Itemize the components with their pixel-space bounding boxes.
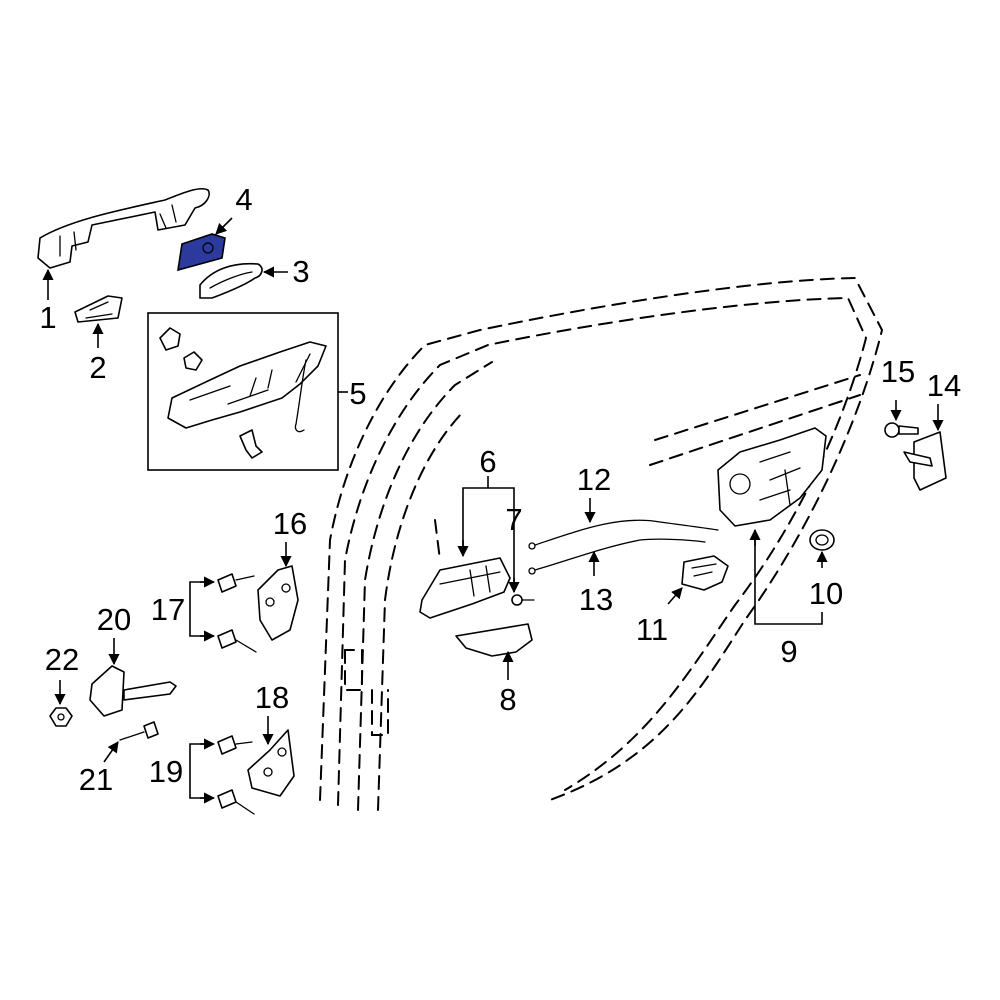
- striker-part: [903, 431, 947, 491]
- bracket-part: [681, 555, 729, 591]
- handle-cover-part: [74, 295, 123, 323]
- door-outline: [319, 276, 884, 811]
- lower-hinge-part: [247, 729, 295, 797]
- lock-cables-part: [528, 519, 719, 575]
- callout-5: 5: [349, 376, 366, 411]
- callout-9: 9: [780, 634, 797, 669]
- clip-part: [511, 594, 535, 606]
- door-check-bolt-part: [119, 721, 159, 741]
- callout-2: 2: [89, 350, 106, 385]
- door-check-nut-part: [49, 707, 73, 727]
- door-check-part: [89, 665, 177, 717]
- leader-lines: [42, 217, 944, 804]
- gasket-part: [199, 262, 263, 299]
- lower-hinge-bolts-part: [217, 735, 255, 815]
- callout-16: 16: [273, 506, 307, 541]
- callout-17: 17: [151, 592, 185, 627]
- callout-12: 12: [577, 462, 611, 497]
- callout-4: 4: [235, 182, 252, 217]
- callout-1: 1: [39, 300, 56, 335]
- highlighted-cap-part: [177, 233, 226, 272]
- callout-14: 14: [927, 368, 961, 403]
- door-lock-part: [717, 427, 827, 527]
- callout-7: 7: [505, 502, 522, 537]
- callout-18: 18: [255, 680, 289, 715]
- callout-6: 6: [479, 444, 496, 479]
- grommet-part: [809, 529, 835, 551]
- callout-8: 8: [499, 682, 516, 717]
- callout-11: 11: [636, 612, 668, 647]
- callout-labels: 1 2 3 4 5 6 7 8 9 10 11 12 13 14 15 16 1…: [39, 182, 961, 797]
- inside-handle-part: [419, 557, 511, 619]
- trim-part: [455, 623, 533, 657]
- callout-21: 21: [79, 762, 113, 797]
- callout-15: 15: [881, 354, 915, 389]
- cap-highlight: [177, 233, 226, 272]
- callout-20: 20: [97, 602, 131, 637]
- callout-19: 19: [149, 754, 183, 789]
- frame-assembly-part: [159, 327, 327, 459]
- upper-hinge-part: [257, 565, 299, 641]
- outside-handle-part: [37, 187, 210, 269]
- callout-3: 3: [292, 254, 309, 289]
- callout-13: 13: [579, 582, 613, 617]
- striker-screw-part: [884, 422, 919, 438]
- callout-10: 10: [809, 576, 843, 611]
- callout-22: 22: [45, 642, 79, 677]
- upper-hinge-bolts-part: [217, 573, 257, 653]
